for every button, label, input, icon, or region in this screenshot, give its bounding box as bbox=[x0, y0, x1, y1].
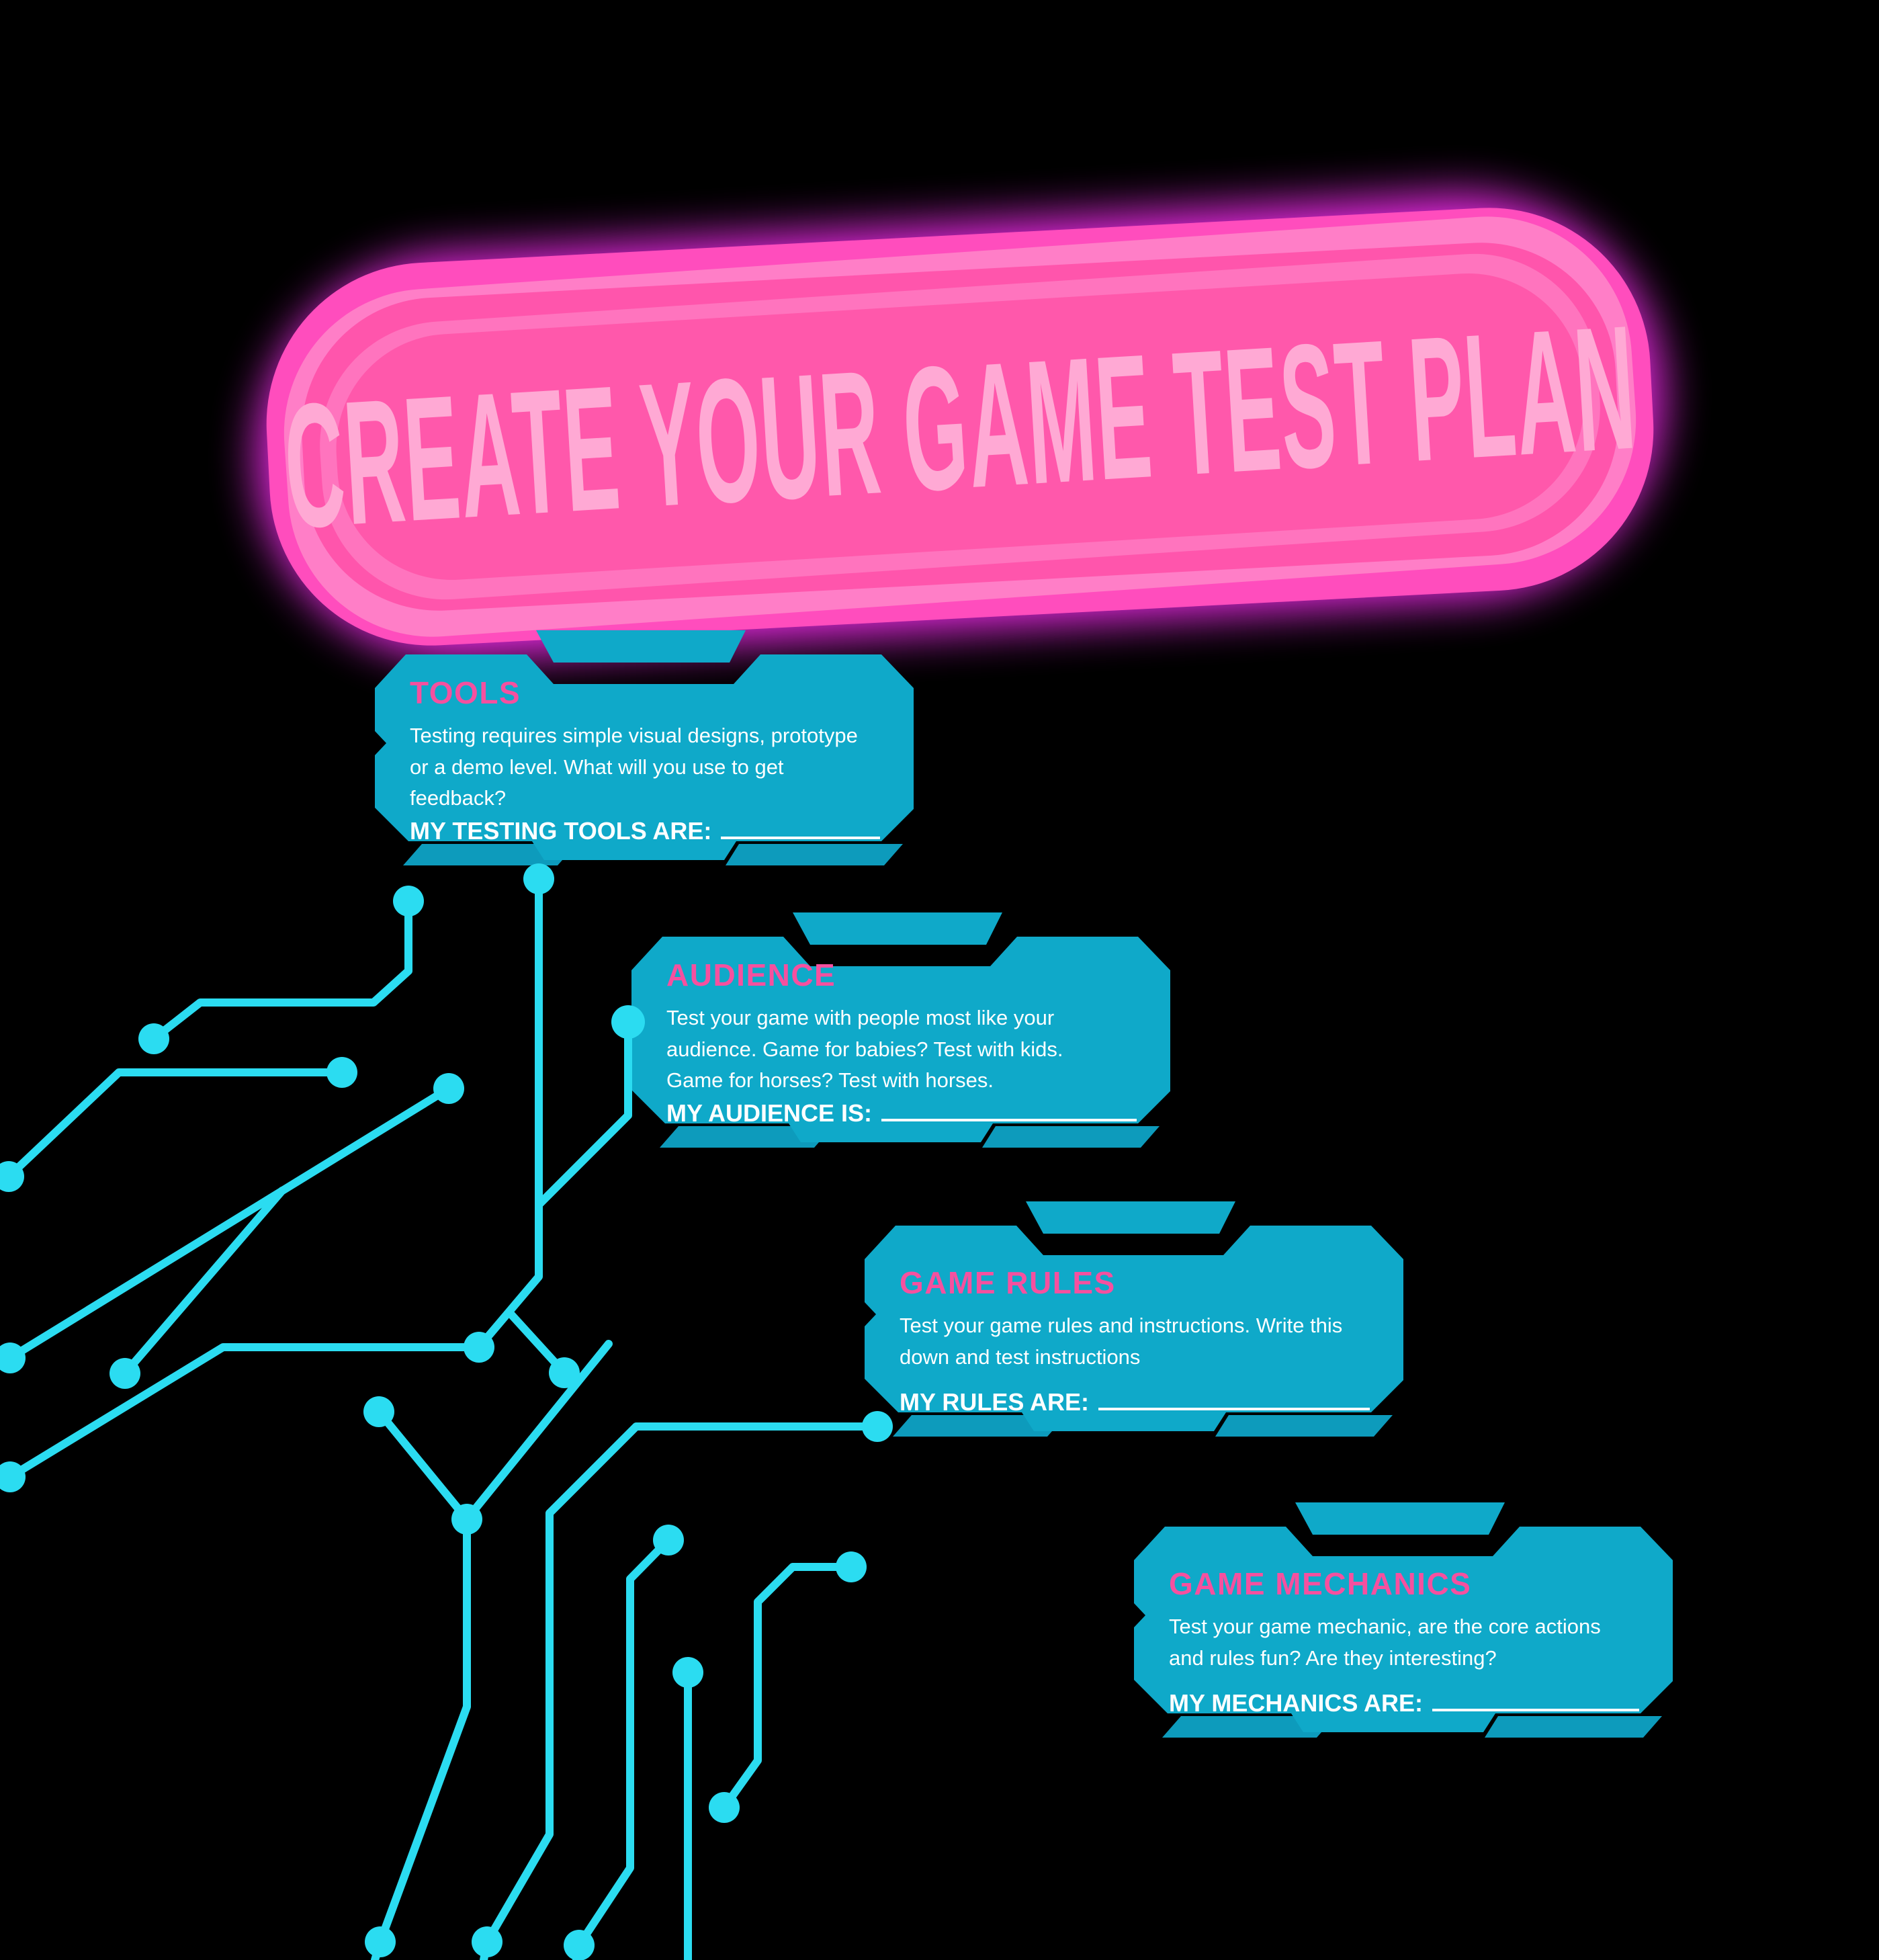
write-in-blank[interactable] bbox=[1098, 1390, 1370, 1410]
card-body: Test your game with people most like you… bbox=[666, 1006, 1063, 1092]
circuit-path bbox=[5, 875, 881, 1960]
card-frame bbox=[631, 912, 1170, 1148]
prompt-label: MY MECHANICS ARE: bbox=[1169, 1689, 1424, 1717]
prompt-label: MY RULES ARE: bbox=[900, 1388, 1090, 1416]
prompt-label: MY TESTING TOOLS ARE: bbox=[410, 817, 712, 845]
card-audience: AUDIENCE Test your game with people most… bbox=[625, 912, 1176, 1162]
write-in-blank[interactable] bbox=[881, 1101, 1137, 1121]
card-title: GAME MECHANICS bbox=[1169, 1566, 1472, 1601]
card-frame bbox=[1134, 1502, 1673, 1738]
card-title: TOOLS bbox=[410, 675, 521, 710]
card-title: GAME RULES bbox=[900, 1265, 1116, 1300]
card-frame bbox=[865, 1201, 1403, 1437]
write-in-blank[interactable] bbox=[1432, 1691, 1639, 1711]
write-in-blank[interactable] bbox=[721, 819, 880, 839]
card-body: Test your game mechanic, are the core ac… bbox=[1169, 1615, 1601, 1670]
card-game-mechanics: GAME MECHANICS Test your game mechanic, … bbox=[1127, 1502, 1678, 1752]
card-title: AUDIENCE bbox=[666, 957, 836, 992]
card-body: Testing requires simple visual designs, … bbox=[410, 724, 858, 810]
circuit-node bbox=[0, 863, 893, 1960]
card-game-rules: GAME RULES Test your game rules and inst… bbox=[858, 1201, 1409, 1451]
prompt-label: MY AUDIENCE IS: bbox=[666, 1099, 873, 1127]
card-body: Test your game rules and instructions. W… bbox=[900, 1314, 1343, 1369]
